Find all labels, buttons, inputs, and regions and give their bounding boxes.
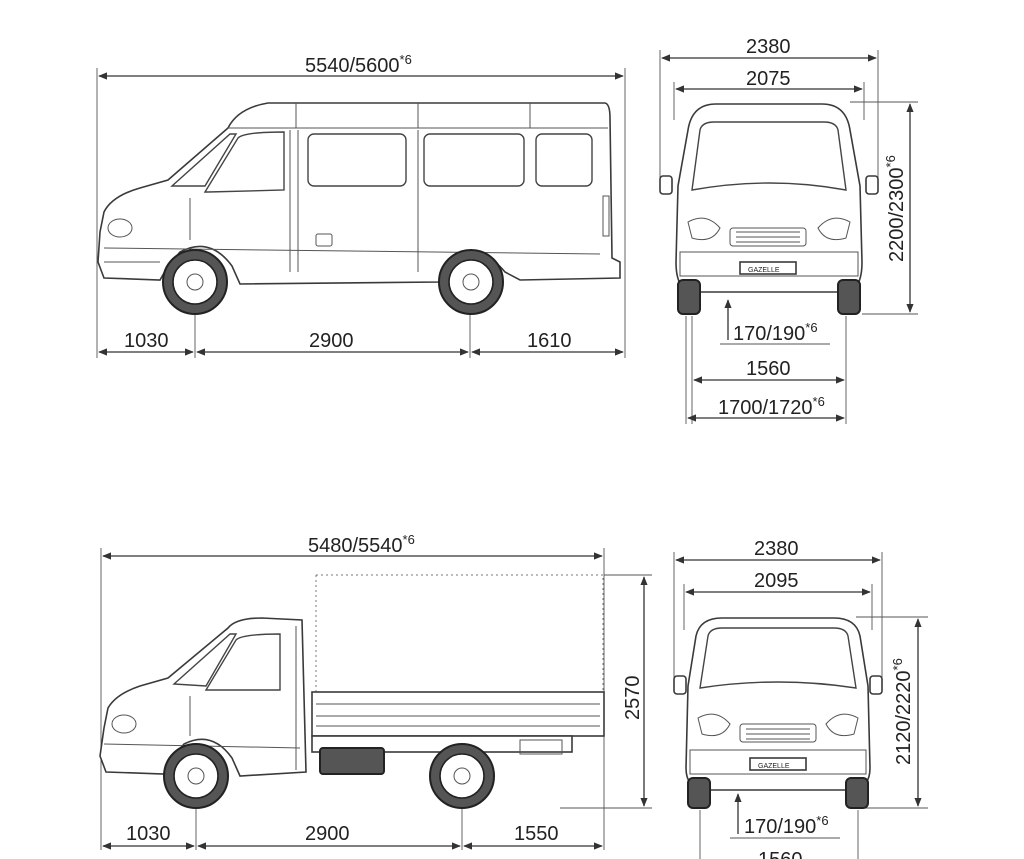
truck-grille-badge-text: GAZELLE	[758, 763, 790, 770]
truck-rear-overhang-label: 1550	[514, 823, 559, 845]
van-ground-clearance-label: 170/190*6	[733, 320, 818, 345]
van-windshield	[170, 133, 238, 187]
truck-body-width-label: 2095	[754, 570, 799, 592]
truck-front-overhang-label: 1030	[126, 823, 171, 845]
van-overall-width-label: 2380	[746, 36, 791, 58]
van-wheelbase-label: 2900	[309, 330, 354, 352]
truck-overall-width-label: 2380	[754, 538, 799, 560]
truck-track-label: 1560	[758, 849, 803, 859]
van-track-label: 1560	[746, 358, 791, 380]
truck-fuel-tank	[319, 747, 385, 775]
truck-front-view	[673, 552, 928, 859]
truck-front-windshield	[699, 627, 857, 689]
van-rear-overhang-label: 1610	[527, 330, 572, 352]
truck-grille-badge	[749, 757, 807, 771]
truck-side-view	[99, 548, 652, 850]
van-side-window	[307, 133, 407, 187]
van-front-windshield	[691, 121, 847, 191]
truck-door-window	[204, 633, 281, 691]
van-front-overhang-label: 1030	[124, 330, 169, 352]
truck-ground-clearance-label: 170/190*6	[744, 813, 829, 838]
truck-height-front-label: 2120/2220*6	[890, 658, 915, 765]
van-door-window	[203, 131, 285, 193]
van-track-width-label: 1700/1720*6	[718, 394, 825, 419]
van-front-view	[659, 50, 918, 424]
van-body-width-label: 2075	[746, 68, 791, 90]
van-side-window	[535, 133, 593, 187]
truck-height-label: 2570	[622, 676, 644, 721]
van-height-label: 2200/2300*6	[883, 155, 908, 262]
truck-length-label: 5480/5540*6	[308, 532, 415, 557]
van-grille-badge	[739, 261, 797, 275]
van-side-window	[423, 133, 525, 187]
van-side-view	[96, 68, 626, 358]
truck-wheelbase-label: 2900	[305, 823, 350, 845]
van-grille-badge-text: GAZELLE	[748, 267, 780, 274]
truck-cargo-bed	[311, 691, 605, 737]
van-length-label: 5540/5600*6	[305, 52, 412, 77]
